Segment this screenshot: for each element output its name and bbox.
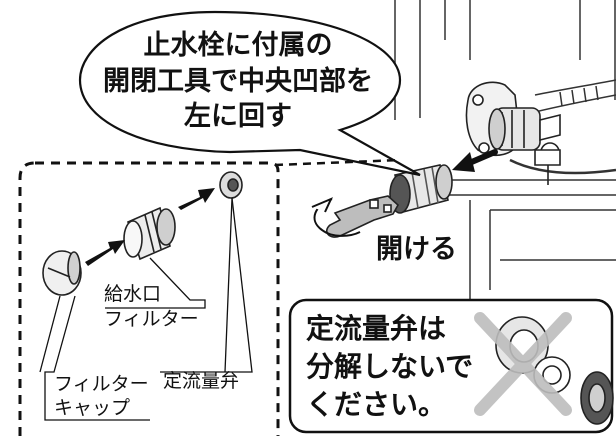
prohibited-cross <box>474 312 572 416</box>
assembly-arrows <box>85 188 215 266</box>
callout-line-1: 止水栓に付属の <box>143 30 333 61</box>
stop-valve <box>465 81 561 185</box>
removal-arrow <box>452 149 498 172</box>
hose <box>509 79 616 175</box>
inlet-filter <box>123 206 176 261</box>
flow-valve-part <box>219 171 243 199</box>
inlet-filter-label-1: 給水口 <box>104 283 162 305</box>
warning-line-3: ください。 <box>306 388 447 421</box>
flow-valve-assembly <box>389 164 453 214</box>
opening-tool <box>325 195 400 238</box>
inlet-filter-label-2: フィルター <box>104 308 199 330</box>
warning-line-2: 分解しないで <box>306 350 474 383</box>
leader-lines <box>39 197 253 421</box>
disassembled-valve <box>495 316 614 425</box>
rotate-left-arrow <box>311 197 361 237</box>
callout-bubble <box>78 10 421 177</box>
open-label: 開ける <box>376 234 457 265</box>
warning-line-1: 定流量弁は <box>306 312 447 345</box>
callout-line-2: 開閉工具で中央凹部を <box>103 66 373 97</box>
filter-cap-label-2: キャップ <box>54 397 131 419</box>
filter-cap-label-1: フィルター <box>54 373 149 395</box>
flow-valve-label: 定流量弁 <box>163 370 240 392</box>
callout-line-3: 左に回す <box>184 101 292 132</box>
filter-cap <box>42 250 82 296</box>
parts-panel <box>18 158 401 436</box>
